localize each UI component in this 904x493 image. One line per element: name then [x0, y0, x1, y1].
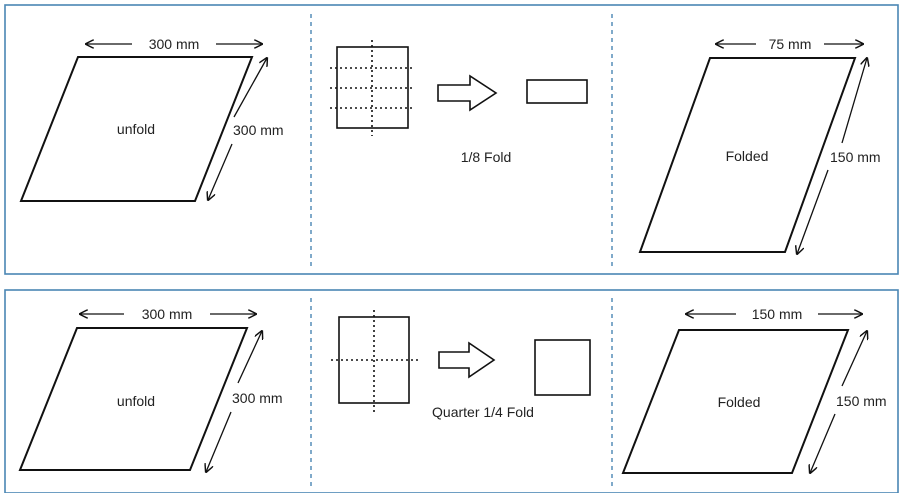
height-dimension-arrow: [233, 58, 267, 118]
unfold-label: unfold: [117, 393, 155, 409]
height-dimension-arrow: [206, 411, 232, 472]
panel-frame: [4, 4, 899, 275]
fold-type-label: Quarter 1/4 Fold: [432, 404, 534, 420]
sheet-parallelogram: [621, 329, 850, 474]
right-arrow-icon: [438, 341, 496, 379]
height-dimension-arrow: [841, 58, 867, 144]
height-dimension-arrow: [237, 331, 262, 384]
folded-width-label: 150 mm: [752, 306, 803, 322]
folded-width-label: 75 mm: [769, 36, 812, 52]
height-dimension-arrow: [810, 413, 836, 473]
height-dimension-arrow: [797, 169, 829, 254]
unfold-height-label: 300 mm: [232, 390, 283, 406]
unfold-width-label: 300 mm: [149, 36, 200, 52]
unfold-sheet: unfold 300 mm 300 mm: [18, 306, 283, 472]
panel-frame: [4, 289, 899, 493]
height-dimension-arrow: [841, 331, 867, 387]
fold-step: 1/8 Fold: [330, 40, 588, 165]
folded-sheet-icon: [526, 79, 588, 104]
fold-type-label: 1/8 Fold: [461, 149, 512, 165]
fold-step: Quarter 1/4 Fold: [331, 310, 591, 420]
panel-quarter-fold: unfold 300 mm 300 mm Quarter 1/4 Fold Fo…: [4, 289, 899, 493]
unfold-sheet: unfold 300 mm 300 mm: [19, 36, 284, 202]
folded-sheet-icon: [534, 339, 591, 396]
panel-eighth-fold: unfold 300 mm 300 mm 1/8 Fold Folded 75: [4, 4, 899, 275]
right-arrow-icon: [437, 74, 498, 112]
folded-sheet: Folded 150 mm 150 mm: [621, 306, 887, 474]
folded-height-label: 150 mm: [830, 149, 881, 165]
folded-label: Folded: [726, 148, 769, 164]
unfold-width-label: 300 mm: [142, 306, 193, 322]
unfold-height-label: 300 mm: [233, 122, 284, 138]
height-dimension-arrow: [208, 143, 233, 200]
folded-sheet: Folded 75 mm 150 mm: [638, 36, 881, 254]
folded-label: Folded: [718, 394, 761, 410]
folded-height-label: 150 mm: [836, 393, 887, 409]
sheet-parallelogram: [18, 327, 249, 471]
sheet-parallelogram: [19, 56, 254, 202]
unfold-label: unfold: [117, 121, 155, 137]
sheet-parallelogram: [638, 57, 857, 253]
